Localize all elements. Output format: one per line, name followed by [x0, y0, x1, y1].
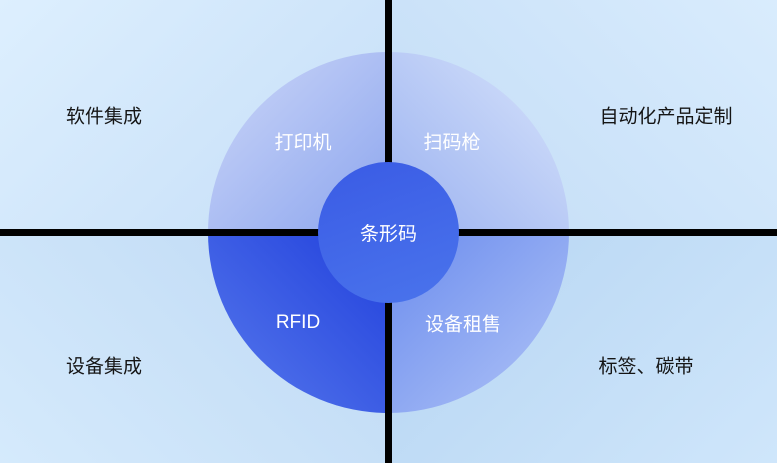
segmented-circle: [208, 52, 569, 413]
corner-label-bottom-right: 标签、碳带: [598, 356, 694, 378]
center-circle: 条形码: [318, 162, 459, 303]
corner-label-top-right: 自动化产品定制: [599, 106, 733, 128]
corner-label-bottom-left: 设备集成: [65, 356, 143, 378]
segment-label-top-left: 打印机: [274, 132, 332, 154]
segment-label-top-right: 扫码枪: [423, 132, 481, 154]
segment-label-bottom-right: 设备租售: [424, 314, 502, 336]
center-label: 条形码: [359, 224, 417, 245]
corner-label-top-left: 软件集成: [65, 106, 143, 128]
segment-label-bottom-left: RFID: [275, 312, 321, 333]
